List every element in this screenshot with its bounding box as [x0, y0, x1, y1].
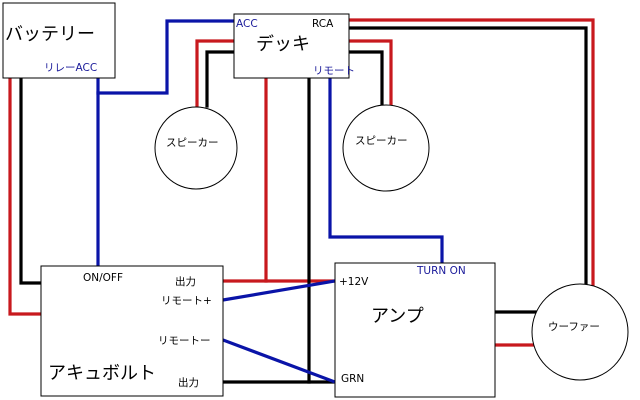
- wire-remote-turn-on: [328, 75, 444, 265]
- relay-acc-label: リレーACC: [44, 62, 97, 74]
- speaker-right-label: スピーカー: [355, 135, 408, 147]
- battery-title: バッテリー: [5, 24, 95, 45]
- deck-acc-label: ACC: [236, 18, 258, 30]
- wire-rca-woofer-positive: [347, 18, 595, 288]
- wire-relay-acc-deck: [96, 19, 236, 95]
- speaker-left-label: スピーカー: [166, 137, 219, 149]
- wire-rca-woofer-negative: [347, 26, 588, 288]
- speaker-right: スピーカー: [342, 104, 430, 192]
- battery: バッテリー リレーACC: [2, 2, 116, 79]
- deck-title: デッキ: [256, 34, 310, 55]
- wire-deck-speaker1-positive: [195, 39, 236, 108]
- accubolt-remote-minus-label: リモートー: [158, 335, 211, 347]
- amp-title: アンプ: [371, 306, 424, 327]
- amp-gnd-label: GRN: [341, 373, 364, 385]
- accubolt-output-top-label: 出力: [175, 275, 196, 288]
- wire-remote-minus: [220, 337, 338, 385]
- accubolt: ON/OFF 出力 リモート+ リモートー アキュボルト 出力: [40, 265, 224, 397]
- speaker-left: スピーカー: [154, 106, 238, 190]
- woofer: ウーファー: [531, 283, 629, 381]
- deck-remote-label: リモート: [313, 65, 355, 77]
- accubolt-title: アキュボルト: [48, 363, 156, 384]
- accubolt-remote-plus-label: リモート+: [161, 295, 212, 307]
- wire-deck-speaker2-positive: [347, 39, 393, 108]
- amp-plus12v-label: +12V: [339, 276, 369, 288]
- wire-battery-ground: [19, 76, 43, 285]
- amp-turn-on-label: TURN ON: [416, 265, 466, 277]
- wire-remote-plus: [221, 279, 337, 302]
- accubolt-output-bottom-label: 出力: [178, 376, 199, 389]
- deck-rca-label: RCA: [312, 18, 334, 30]
- wire-deck-speaker2-negative: [347, 50, 384, 108]
- woofer-label: ウーファー: [548, 321, 600, 333]
- accubolt-on-off-label: ON/OFF: [83, 272, 123, 284]
- amp: TURN ON +12V アンプ GRN: [334, 262, 496, 398]
- wire-battery-positive: [8, 76, 43, 316]
- deck: ACC RCA デッキ リモート: [233, 13, 355, 79]
- wire-deck-speaker1-negative: [205, 50, 236, 108]
